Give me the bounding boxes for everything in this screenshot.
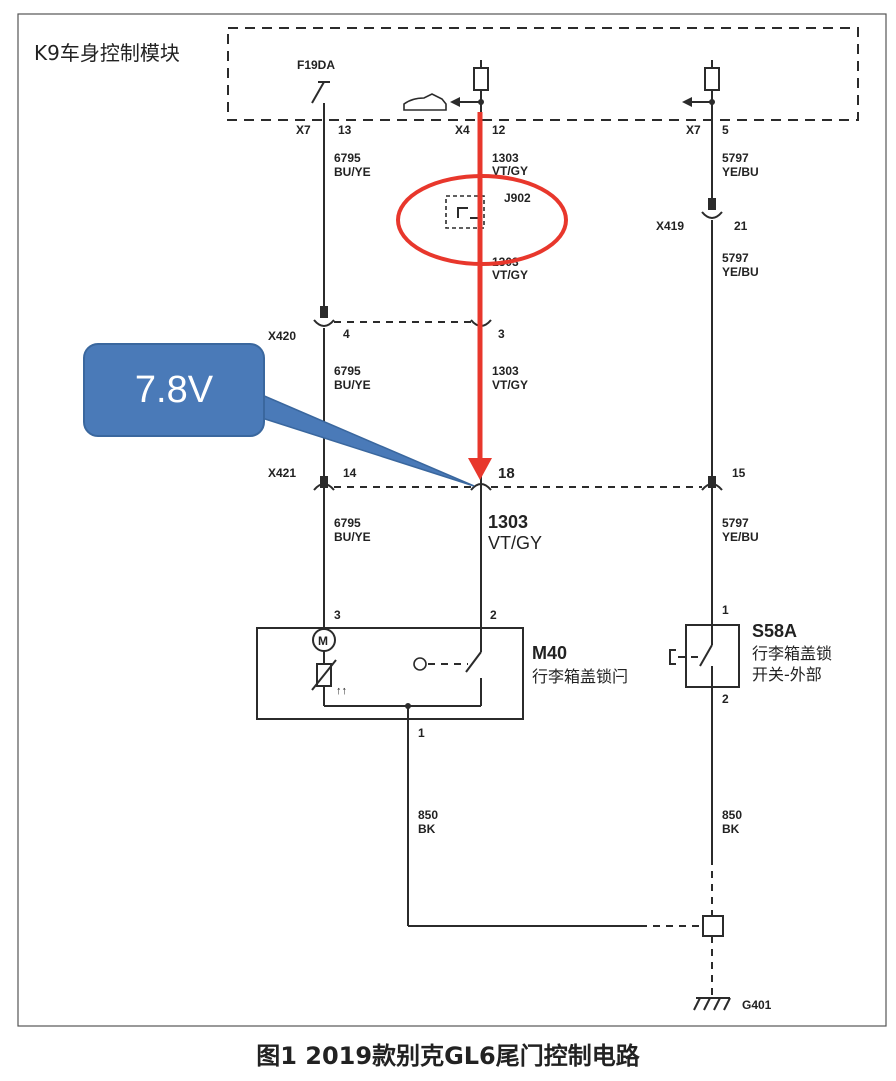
wire-right-top-num: 5797 [722,151,749,165]
wire-mid-low-num: 1303 [488,512,528,532]
bcm-switch-left: F19DA [297,58,335,120]
wire-mid-mid-num: 1303 [492,364,519,378]
wire-mid-mid-color: VT/GY [492,378,528,392]
connector-x420-name: X420 [268,329,296,343]
highlight-arrow-head [468,458,492,480]
connector-x420-pin-left: 4 [343,327,350,341]
m40-latch: M ↑↑ 3 2 M40 行李箱盖锁闩 1 [256,608,628,740]
m40-pin-bottom: 1 [418,726,425,740]
wire-ground-right-color: BK [722,822,740,836]
m40-switch [465,651,482,673]
wire-ground-left-color: BK [418,822,436,836]
m40-name: 行李箱盖锁闩 [532,667,628,686]
wire-mid-top-color: VT/GY [492,164,528,178]
wire-right-top-color: YE/BU [722,165,759,179]
bcm-pin-num-left: 13 [338,123,352,137]
m40-code: M40 [532,643,567,663]
wire-left-top-color: BU/YE [334,165,371,179]
motor-letter: M [318,634,328,648]
ground-icon [693,997,731,1011]
splice-j902: J902 [445,191,531,229]
voltage-value: 7.8V [135,369,214,411]
bcm-pin-num-mid: 12 [492,123,506,137]
wire-right-mid-num: 5797 [722,251,749,265]
voltage-callout: 7.8V [83,343,475,487]
wire-ground-right-num: 850 [722,808,742,822]
wire-mid-under-splice-color: VT/GY [492,268,528,282]
connector-x421-pin-mid: 18 [498,465,515,482]
s58a-pin-top: 1 [722,603,729,617]
s58a-name-line1: 行李箱盖锁 [752,644,832,663]
bcm-box [227,27,859,121]
temp-arrows-icon: ↑↑ [336,685,347,697]
wire-mid-low-color: VT/GY [488,533,542,553]
bcm-driver-right [682,60,720,120]
wire-left-low-num: 6795 [334,516,361,530]
wire-right-low-num: 5797 [722,516,749,530]
outer-frame [17,13,887,1027]
connector-x421-pin-left: 14 [343,466,357,480]
latch-icon [413,657,427,671]
bcm-driver-mid [450,60,489,120]
s58a-switch: 1 2 S58A 行李箱盖锁 开关-外部 [669,603,832,706]
callout-box [83,343,265,437]
wire-left-mid-color: BU/YE [334,378,371,392]
connector-x421-name: X421 [268,466,296,480]
wire-right-mid-color: YE/BU [722,265,759,279]
bcm-title: K9车身控制模块 [34,41,180,65]
s58a-code: S58A [752,621,797,641]
bcm-pin-num-right: 5 [722,123,729,137]
wire-right-low-color: YE/BU [722,530,759,544]
bcm-pin-conn-left: X7 [296,123,311,137]
bcm-pin-conn-right: X7 [686,123,701,137]
bcm-switch-label: F19DA [297,58,335,72]
wire-left-mid-num: 6795 [334,364,361,378]
m40-pin-mid: 2 [490,608,497,622]
trunk-lid-icon [403,93,447,111]
s58a-name-line2: 开关-外部 [752,665,822,684]
wire-mid-top-num: 1303 [492,151,519,165]
wire-left-top-num: 6795 [334,151,361,165]
connector-x419-name: X419 [656,219,684,233]
wire-ground-left-num: 850 [418,808,438,822]
s58a-pin-bottom: 2 [722,692,729,706]
splice-label: J902 [504,191,531,205]
figure-caption: 图1 2019款别克GL6尾门控制电路 [256,1042,641,1070]
connector-x421-pin-right: 15 [732,466,746,480]
connector-x420-pin-mid: 3 [498,327,505,341]
m40-box [256,627,524,720]
wire-left-low-color: BU/YE [334,530,371,544]
ground-label: G401 [742,998,772,1012]
ground-splice [702,915,724,937]
connector-x419-pin: 21 [734,219,748,233]
m40-pin-left: 3 [334,608,341,622]
bcm-pin-conn-mid: X4 [455,123,470,137]
